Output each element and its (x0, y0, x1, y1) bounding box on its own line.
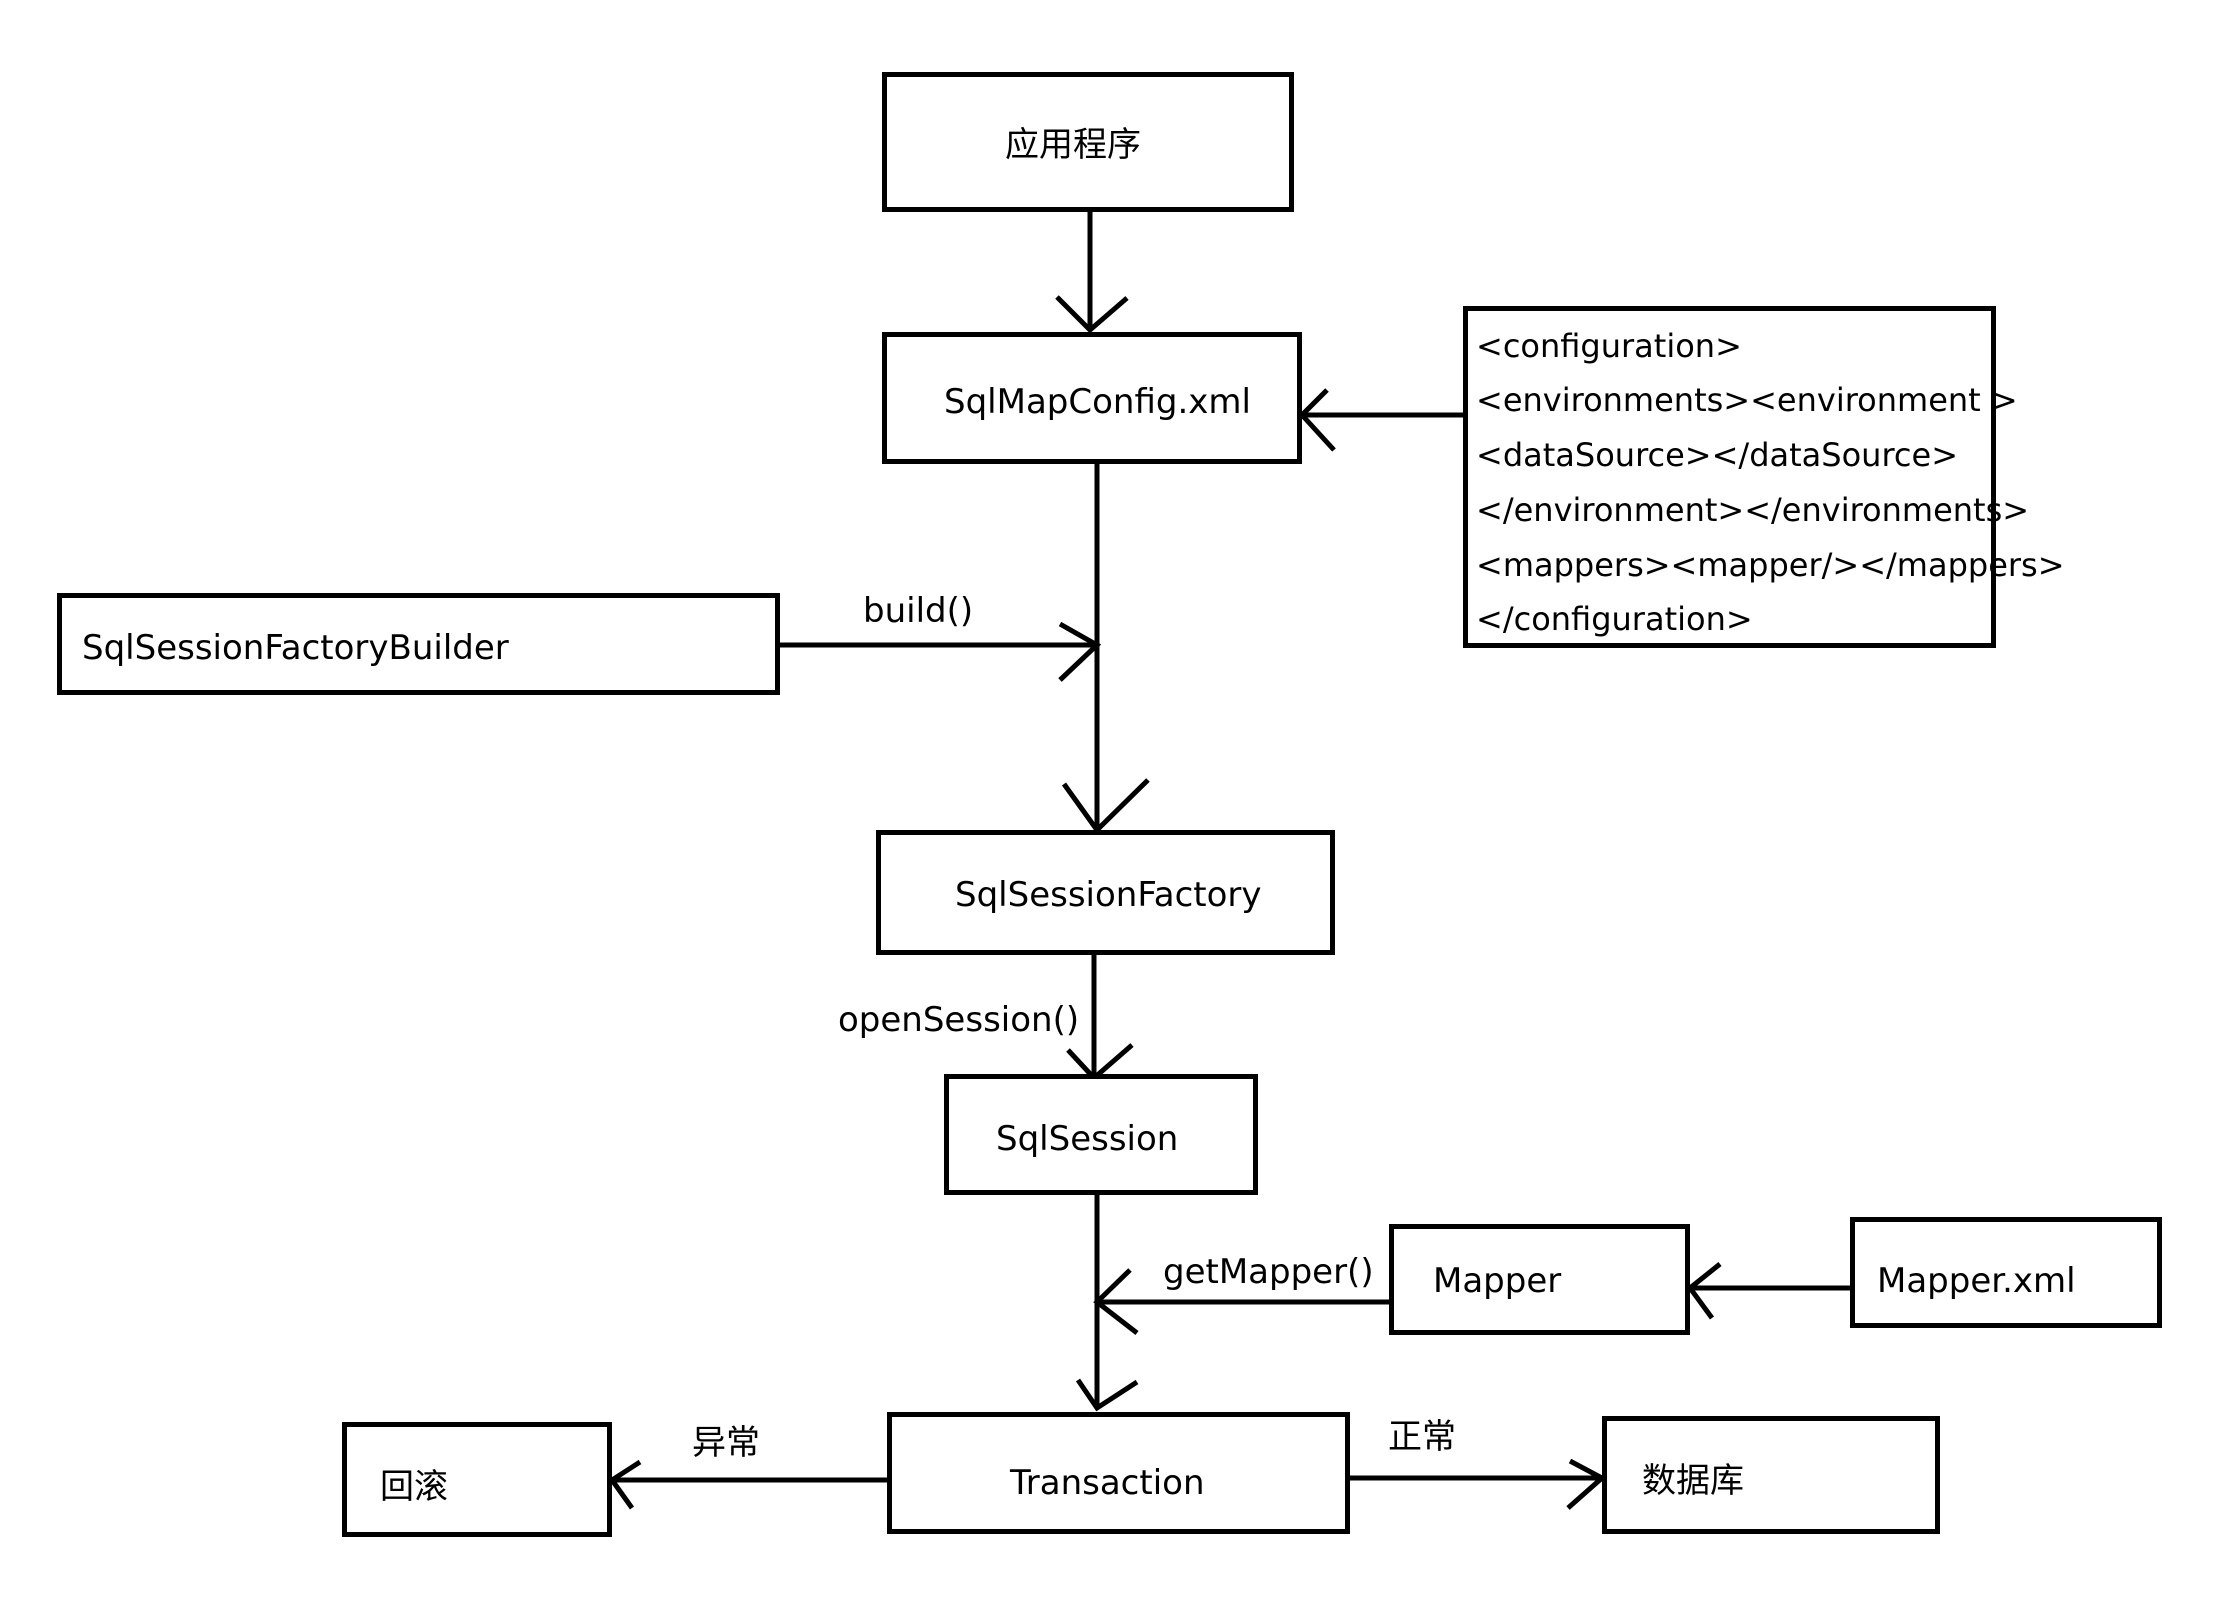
arrowhead-configxml-to-config (1298, 388, 1336, 452)
session-node (944, 1074, 1258, 1195)
edge-label-normal: 正常 (1388, 1417, 1456, 1457)
database-label: 数据库 (1642, 1461, 1744, 1501)
edge-label-exception: 异常 (692, 1423, 760, 1463)
config-line: </configuration> (1476, 600, 1753, 638)
arrowhead-mapper-to-trunk (1093, 1268, 1139, 1335)
app-node (882, 72, 1294, 212)
mapper-label: Mapper (1433, 1261, 1562, 1301)
arrowhead-session-to-transaction (1075, 1378, 1139, 1412)
arrowhead-mapperxml-to-mapper (1686, 1262, 1722, 1320)
rollback-label: 回滚 (380, 1467, 448, 1507)
database-node (1602, 1416, 1940, 1534)
arrowhead-app-to-config (1055, 295, 1129, 334)
arrowhead-builder-to-trunk (1058, 621, 1102, 682)
rollback-node (342, 1422, 612, 1537)
arrowhead-transaction-to-database (1566, 1458, 1607, 1510)
edge-label-build: build() (863, 591, 974, 631)
config-line: <mappers><mapper/></mappers> (1476, 546, 2065, 584)
app-label: 应用程序 (1005, 125, 1141, 165)
mapper-node (1389, 1224, 1690, 1335)
config-node (882, 332, 1302, 464)
edge-label-get-mapper: getMapper() (1163, 1252, 1374, 1292)
arrowhead-config-to-factory (1061, 778, 1150, 834)
config-line: </environment></environments> (1476, 491, 2030, 529)
config-label: SqlMapConfig.xml (944, 382, 1251, 422)
session-label: SqlSession (996, 1119, 1179, 1159)
transaction-node (887, 1412, 1350, 1534)
config-line: <environments><environment > (1476, 381, 2018, 419)
transaction-label: Transaction (1010, 1463, 1205, 1503)
factory-label: SqlSessionFactory (955, 875, 1262, 915)
mapper-xml-node (1850, 1217, 2162, 1328)
arrowhead-transaction-to-rollback (608, 1459, 642, 1510)
mapper-xml-label: Mapper.xml (1877, 1261, 2076, 1301)
config-xml-node (1463, 306, 1996, 648)
factory-node (876, 830, 1335, 955)
edge-label-open-session: openSession() (838, 1000, 1080, 1040)
builder-label: SqlSessionFactoryBuilder (82, 628, 509, 668)
builder-node (57, 593, 780, 695)
config-line: <dataSource></dataSource> (1476, 436, 1958, 474)
config-line: <configuration> (1476, 327, 1742, 365)
